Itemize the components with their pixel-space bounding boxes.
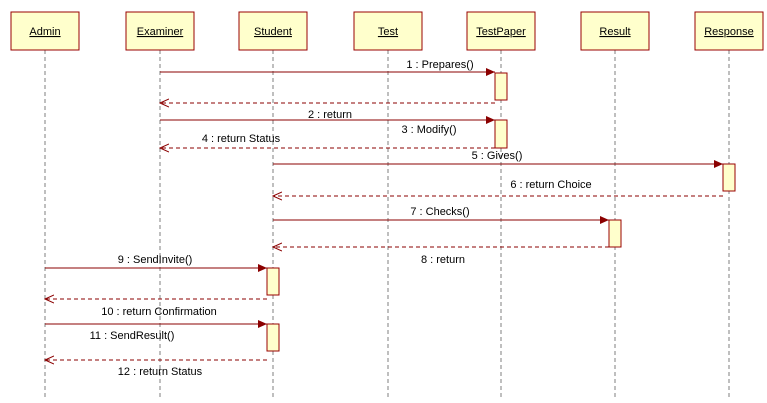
lifeline-box[interactable] [125, 11, 195, 51]
lifeline-label: TestPaper [476, 26, 526, 38]
lifeline-testpaper: TestPaper [466, 11, 536, 400]
message-label: 9 : SendInvite() [118, 254, 193, 266]
lifeline-examiner: Examiner [125, 11, 195, 400]
activation-bars [266, 72, 736, 352]
lifeline-label: Response [704, 26, 754, 38]
messages: 1 : Prepares() 2 : return 3 : Modify() 4 : … [45, 59, 723, 378]
lifeline-admin: Admin [10, 11, 80, 400]
message-6: 5 : Gives() [273, 150, 723, 168]
lifelines: Admin Examiner Student Test TestPaper Result R… [10, 11, 764, 400]
message-1: 1 : Prepares() [160, 59, 495, 76]
message-label: 12 : return Status [118, 366, 203, 378]
message-12: 11 : SendResult() [45, 320, 267, 342]
message-10: 9 : SendInvite() [45, 254, 267, 272]
lifeline-label: Examiner [137, 26, 184, 38]
message-7: 6 : return Choice [273, 179, 723, 196]
message-4: 3 : Modify() [401, 124, 456, 136]
message-11: 10 : return Confirmation [45, 299, 267, 318]
lifeline-result: Result [580, 11, 650, 400]
message-label: 7 : Checks() [410, 206, 469, 218]
message-13: 12 : return Status [45, 360, 267, 378]
message-label: 2 : return [308, 109, 352, 121]
lifeline-label: Result [599, 26, 630, 38]
message-label: 6 : return Choice [510, 179, 591, 191]
message-label: 3 : Modify() [401, 124, 456, 136]
lifeline-box[interactable] [466, 11, 536, 51]
message-label: 1 : Prepares() [406, 59, 473, 71]
lifeline-box[interactable] [10, 11, 80, 51]
message-8: 7 : Checks() [273, 206, 609, 224]
message-label: 8 : return [421, 254, 465, 266]
message-5: 4 : return Status [160, 133, 495, 148]
lifeline-box[interactable] [238, 11, 308, 51]
lifeline-label: Student [254, 26, 292, 38]
lifeline-box[interactable] [580, 11, 650, 51]
message-label: 10 : return Confirmation [101, 306, 217, 318]
activation-bar [494, 119, 508, 149]
lifeline-label: Admin [29, 26, 60, 38]
activation-bar [266, 323, 280, 352]
lifeline-box[interactable] [694, 11, 764, 51]
activation-bar [266, 267, 280, 296]
message-9: 8 : return [273, 247, 609, 266]
lifeline-student: Student [238, 11, 308, 400]
message-label: 4 : return Status [202, 133, 281, 145]
message-3: 2 : return [160, 109, 495, 124]
activation-bar [494, 72, 508, 101]
lifeline-box[interactable] [353, 11, 423, 51]
lifeline-test: Test [353, 11, 423, 400]
lifeline-label: Test [378, 26, 398, 38]
message-label: 5 : Gives() [472, 150, 523, 162]
activation-bar [608, 219, 622, 248]
lifeline-response: Response [694, 11, 764, 400]
activation-bar [722, 163, 736, 192]
message-label: 11 : SendResult() [90, 330, 175, 342]
